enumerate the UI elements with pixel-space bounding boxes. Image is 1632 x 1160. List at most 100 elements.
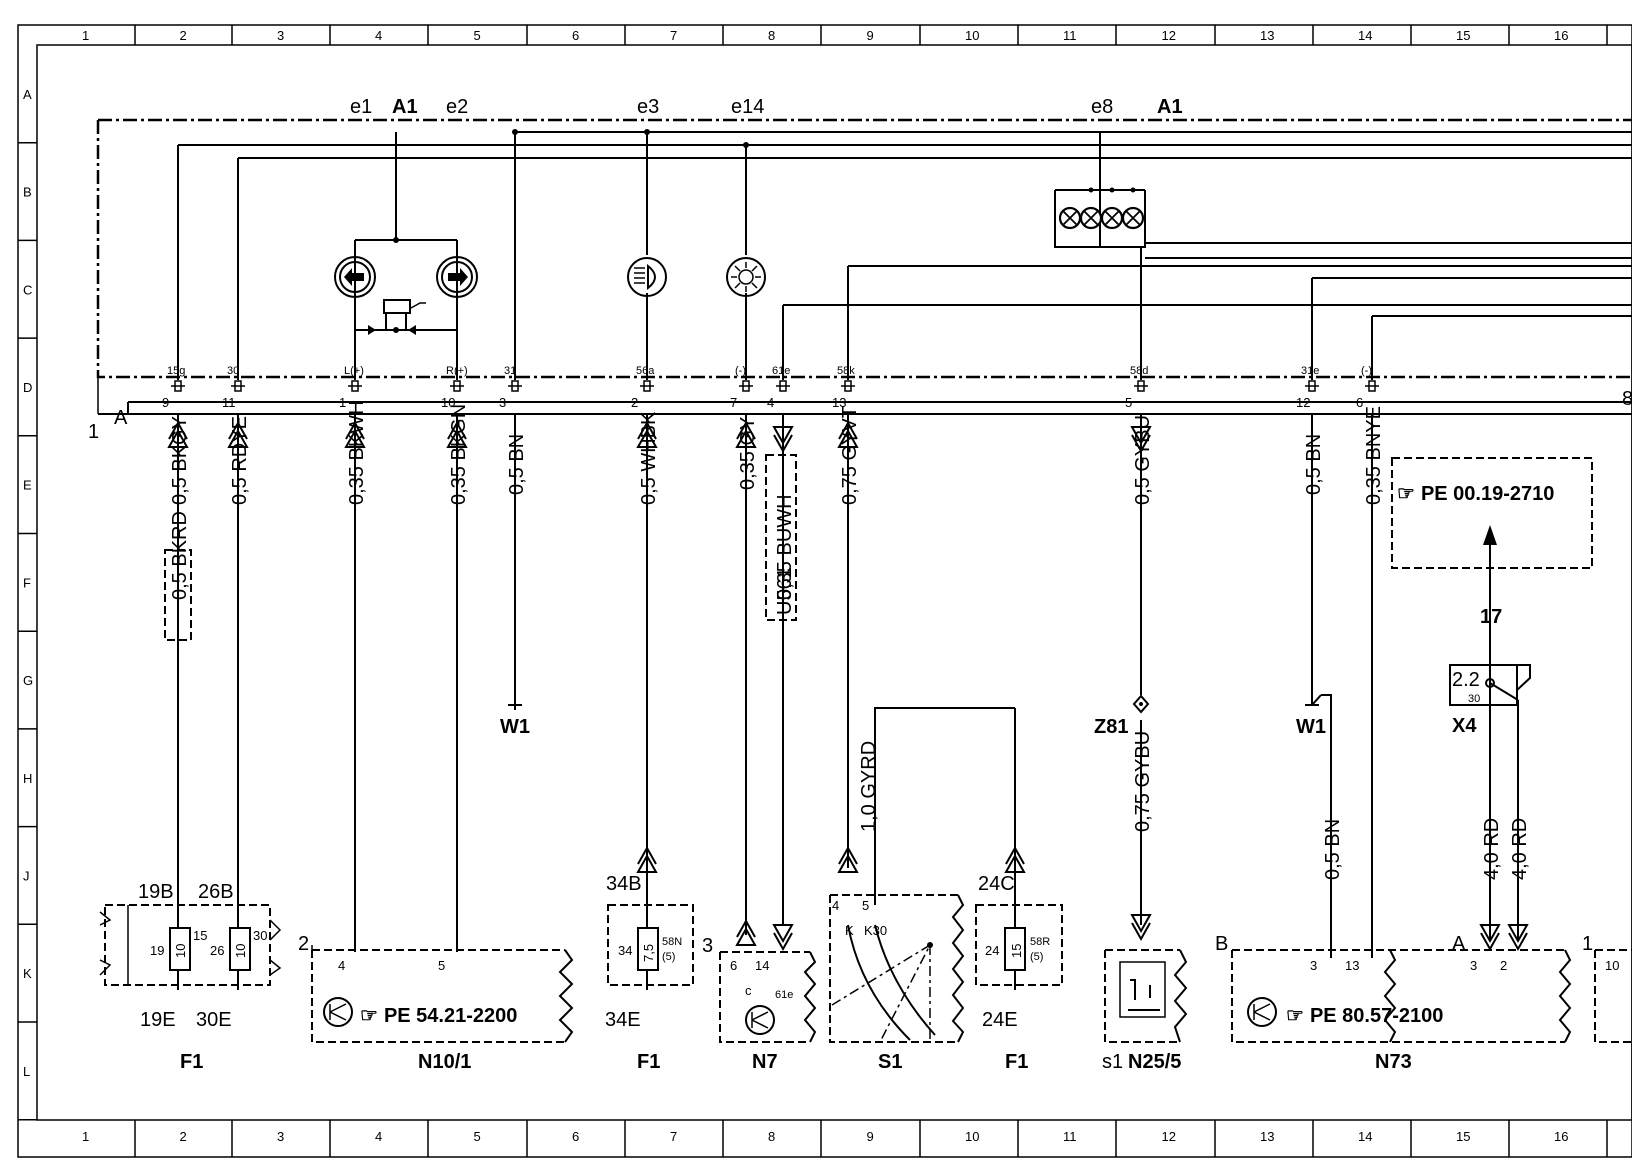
right-turn-indicator-icon bbox=[436, 256, 478, 298]
svg-text:N73: N73 bbox=[1375, 1051, 1412, 1073]
harness-wires bbox=[177, 414, 1519, 958]
svg-text:4: 4 bbox=[338, 958, 345, 973]
grid-col-top: 12 bbox=[1162, 28, 1176, 43]
svg-text:58N: 58N bbox=[662, 936, 682, 948]
fuse-block-f1-left: 19B 26B 19 10 15 26 10 30 19E 30E F1 bbox=[99, 881, 282, 1073]
svg-text:30: 30 bbox=[1468, 693, 1480, 705]
fuse-block-f1-24: 24C 24 15 58R (5) 24E F1 bbox=[975, 868, 1063, 1073]
wire-label-w11: 0,5 BN bbox=[1303, 434, 1325, 495]
svg-text:X4: X4 bbox=[1452, 715, 1477, 737]
arrow-down-icon bbox=[772, 924, 794, 952]
ref-box-pe-00-19-text: ☞PE 00.19-2710 bbox=[1397, 483, 1554, 505]
grid-col-bottom: 16 bbox=[1554, 1129, 1568, 1144]
grid-col-bottom: 13 bbox=[1260, 1129, 1274, 1144]
svg-text:26B: 26B bbox=[198, 881, 234, 903]
grid-col-top: 11 bbox=[1063, 28, 1077, 43]
grid-col-bottom: 3 bbox=[277, 1129, 284, 1144]
bus-letter: A bbox=[114, 407, 128, 429]
ground-z81: Z81 bbox=[1094, 694, 1150, 738]
arrow-up-icon bbox=[636, 845, 658, 873]
svg-text:34: 34 bbox=[618, 943, 632, 958]
svg-text:3: 3 bbox=[1310, 958, 1317, 973]
ground-w1-left: W1 bbox=[500, 704, 530, 738]
grid-col-bottom: 8 bbox=[768, 1129, 775, 1144]
pin-label-p58k: 58k bbox=[837, 365, 855, 377]
svg-text:15: 15 bbox=[193, 928, 207, 943]
pin-number-p31: 3 bbox=[499, 395, 506, 410]
alt-wire-box-buwh bbox=[765, 454, 797, 621]
component-s1-switch: 4 5 K K30 S1 bbox=[829, 894, 965, 1073]
pin-number-pm1: 7 bbox=[730, 395, 737, 410]
high-beam-indicator-icon bbox=[627, 257, 667, 297]
wire-label-w19: 4,0 RD bbox=[1509, 818, 1531, 880]
grid-col-top: 15 bbox=[1456, 28, 1470, 43]
svg-text:24E: 24E bbox=[982, 1009, 1018, 1031]
n73-ref: ☞PE 80.57-2100 bbox=[1286, 1005, 1443, 1027]
pin-number-p61e: 4 bbox=[767, 395, 774, 410]
grid-row: C bbox=[23, 282, 32, 297]
pin-label-p56a: 56a bbox=[636, 365, 655, 377]
pin-label-p15g: 15g bbox=[167, 365, 185, 377]
grid-col-top: 4 bbox=[375, 28, 382, 43]
svg-text:5: 5 bbox=[862, 898, 869, 913]
grid-col-bottom: 2 bbox=[180, 1129, 187, 1144]
wire-label-w9: 0,75 GYVT bbox=[839, 406, 861, 505]
grid-col-top: 2 bbox=[180, 28, 187, 43]
svg-text:24C: 24C bbox=[978, 873, 1015, 895]
svg-text:N25/5: N25/5 bbox=[1128, 1051, 1181, 1073]
pin-label-pR: R(+) bbox=[446, 365, 468, 377]
svg-text:N7: N7 bbox=[752, 1051, 778, 1073]
svg-text:2: 2 bbox=[1500, 958, 1507, 973]
grid-row: H bbox=[23, 771, 32, 786]
pin-number-pR: 10 bbox=[441, 395, 455, 410]
bus-number: 1 bbox=[88, 421, 99, 443]
grid-row: G bbox=[23, 673, 33, 688]
svg-text:13: 13 bbox=[1345, 958, 1359, 973]
svg-text:6: 6 bbox=[730, 958, 737, 973]
svg-text:10: 10 bbox=[1605, 958, 1619, 973]
component-edge: 1 10 bbox=[1582, 933, 1632, 1043]
svg-text:58R: 58R bbox=[1030, 936, 1050, 948]
wire-label-w17: 0,5 BN bbox=[1322, 819, 1344, 880]
module-pins: 15g93011L(+)1R(+)1031356a2(-)761e458k135… bbox=[162, 365, 1379, 410]
arrow-up-icon bbox=[735, 420, 757, 448]
wire-label-w10: 0,5 GYBU bbox=[1132, 415, 1154, 505]
svg-text:S1: S1 bbox=[878, 1051, 902, 1073]
grid-col-bottom: 6 bbox=[572, 1129, 579, 1144]
grid-col-bottom: 12 bbox=[1162, 1129, 1176, 1144]
wire-label-w7: 0,35 GY bbox=[737, 417, 759, 490]
svg-text:10: 10 bbox=[173, 944, 188, 958]
svg-text:W1: W1 bbox=[500, 716, 530, 738]
svg-text:61e: 61e bbox=[775, 989, 793, 1001]
svg-text:(5): (5) bbox=[662, 951, 675, 963]
pin-number-p15g: 9 bbox=[162, 395, 169, 410]
left-turn-indicator-icon bbox=[334, 256, 376, 298]
svg-text:34B: 34B bbox=[606, 873, 642, 895]
svg-text:10: 10 bbox=[233, 944, 248, 958]
component-n7: 3 6 14 c 61e N7 bbox=[702, 935, 817, 1073]
pin-label-p31e: 31e bbox=[1301, 365, 1319, 377]
grid-col-bottom: 7 bbox=[670, 1129, 677, 1144]
instrument-lamp-cluster-icon bbox=[1058, 187, 1145, 230]
component-n25-5: s1 N25/5 bbox=[1102, 949, 1188, 1073]
svg-text:s1: s1 bbox=[1102, 1051, 1123, 1073]
wire-label-w16: 0,75 GYBU bbox=[1132, 731, 1154, 832]
grid-col-top: 1 bbox=[82, 28, 89, 43]
component-n10-1: 2 4 5 ☞PE 54.21-2200 N10/1 bbox=[298, 933, 574, 1073]
arrow-up-icon bbox=[837, 420, 859, 448]
grid-col-bottom: 5 bbox=[474, 1129, 481, 1144]
arrow-up-icon bbox=[446, 420, 468, 448]
wire-label-w5: 0,5 BN bbox=[506, 434, 528, 495]
svg-text:B: B bbox=[1215, 933, 1228, 955]
svg-text:30: 30 bbox=[253, 928, 267, 943]
alt-wire-box-bkrd bbox=[164, 549, 192, 641]
svg-text:19E: 19E bbox=[140, 1009, 176, 1031]
svg-text:19: 19 bbox=[150, 943, 164, 958]
bus-end-pin: 8 bbox=[1622, 388, 1632, 410]
grid-col-bottom: 1 bbox=[82, 1129, 89, 1144]
pin-label-pm2: (-) bbox=[1361, 365, 1372, 377]
wire-label-w2: 0,5 RDYE bbox=[229, 416, 251, 505]
grid-col-top: 6 bbox=[572, 28, 579, 43]
internal-wiring bbox=[177, 131, 1632, 380]
